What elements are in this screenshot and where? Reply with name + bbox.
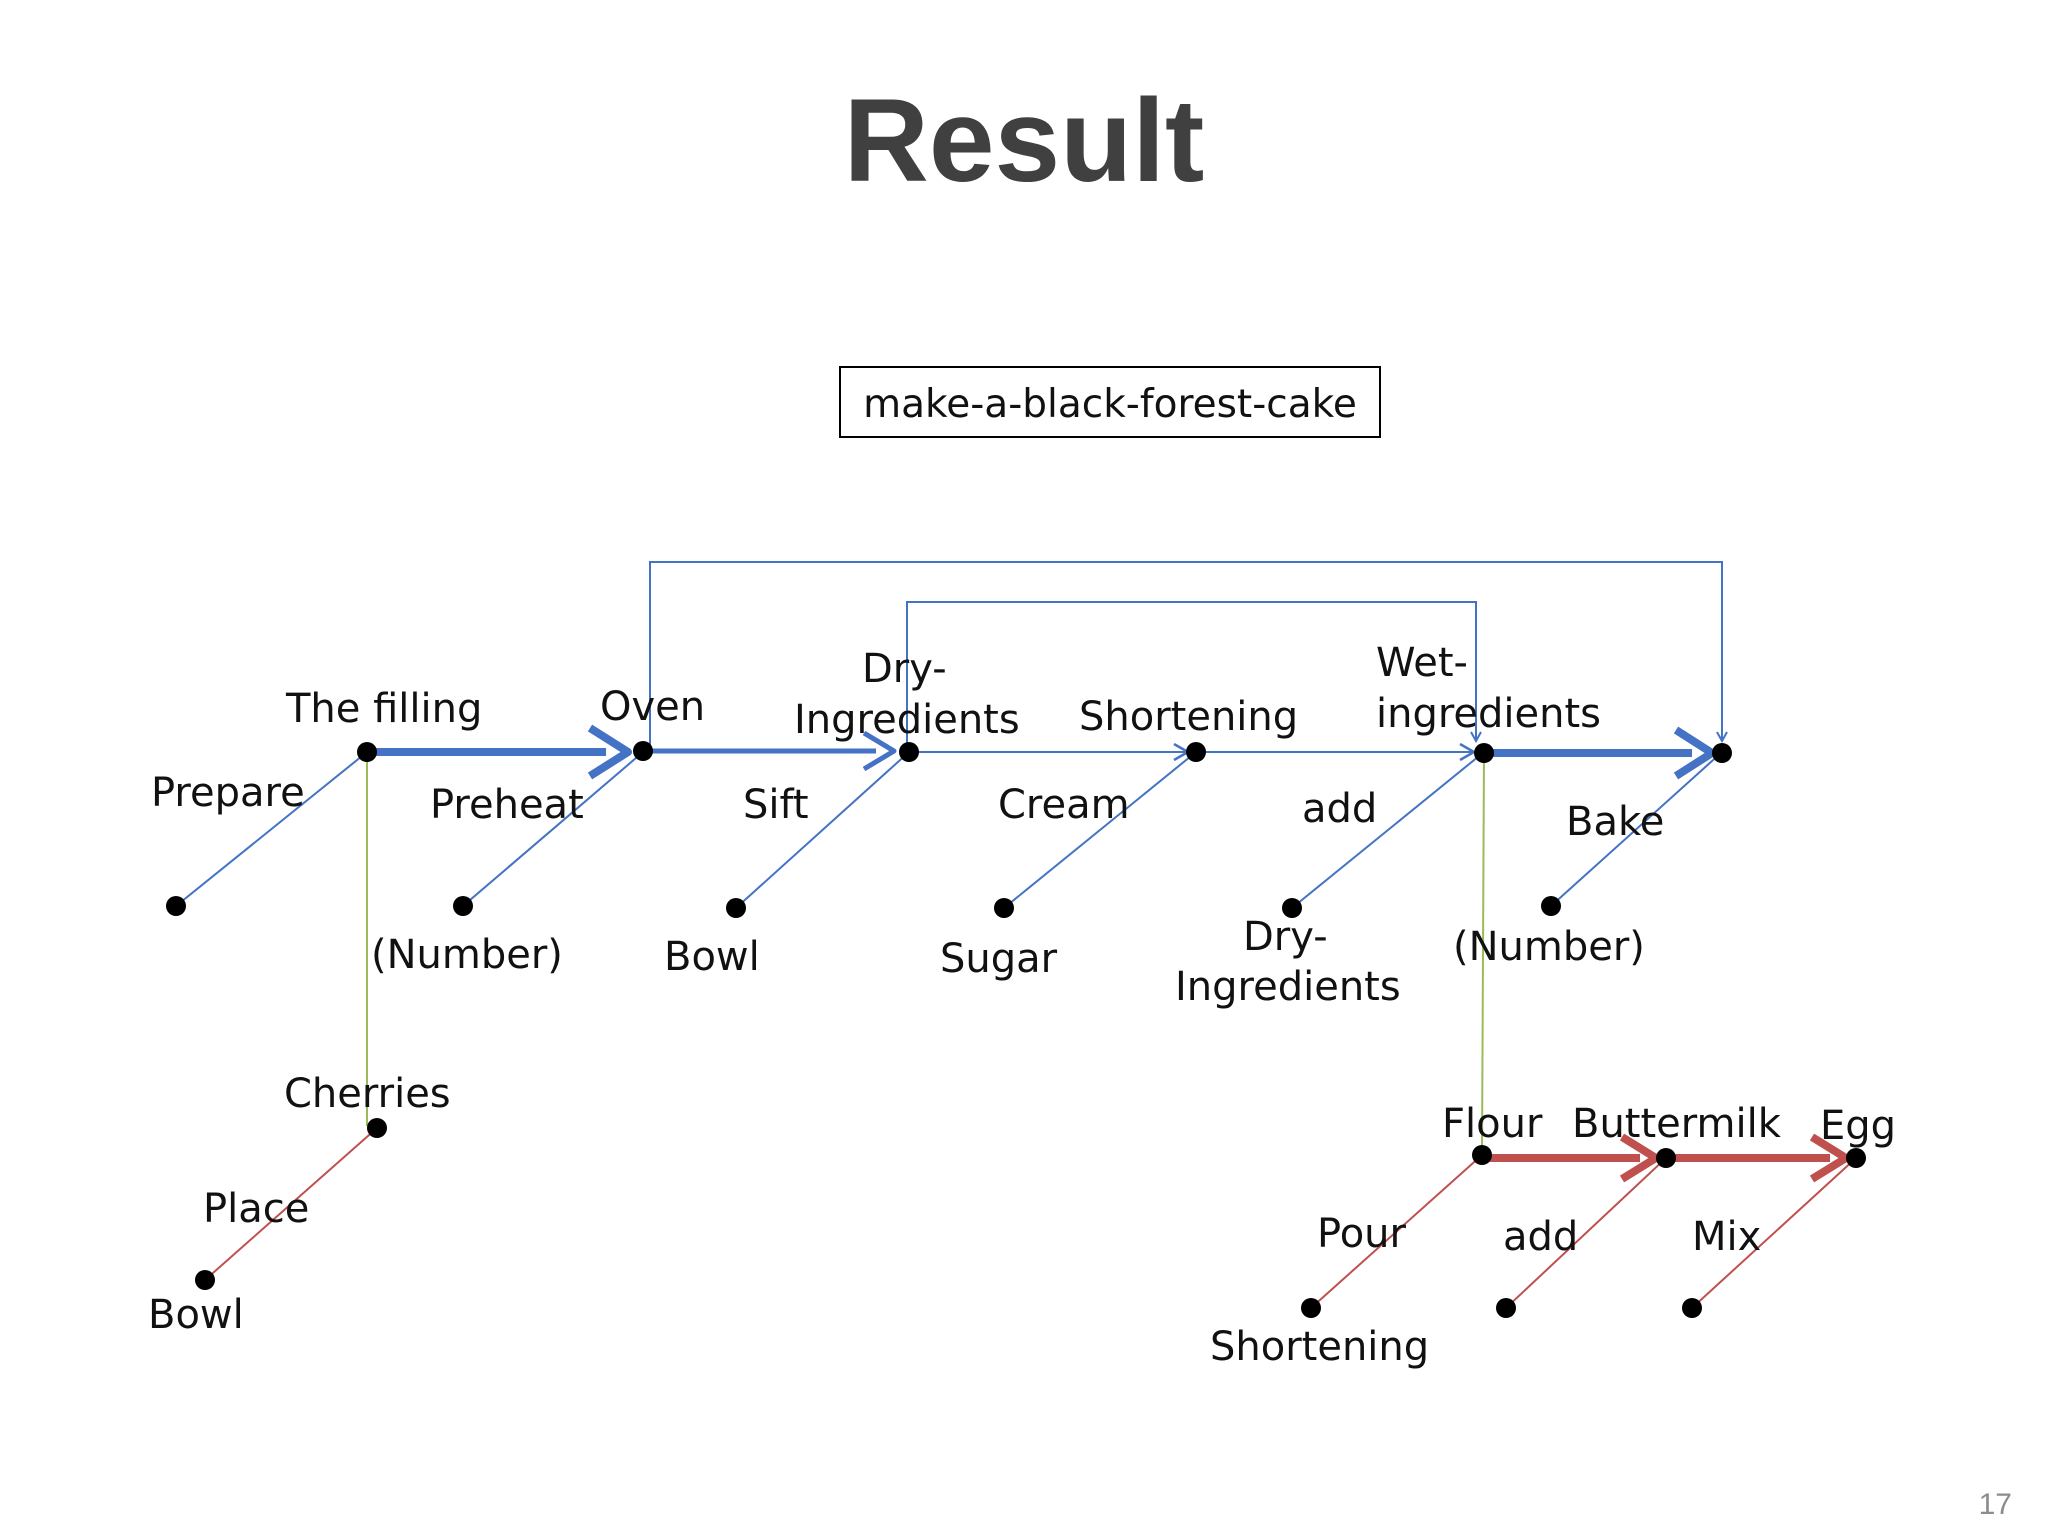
node-dot-number-1 bbox=[453, 896, 473, 916]
verb-label-add-2: add bbox=[1503, 1214, 1578, 1260]
node-label-wet-ingredients-line1: Wet- bbox=[1376, 640, 1468, 686]
verb-edge-add bbox=[1291, 751, 1485, 909]
node-label-oven: Oven bbox=[600, 684, 705, 730]
node-dot-number-2 bbox=[1541, 896, 1561, 916]
verb-label-bake: Bake bbox=[1566, 799, 1664, 845]
node-label-shortening-2: Shortening bbox=[1210, 1324, 1429, 1370]
page-number: 17 bbox=[1978, 1488, 2012, 1521]
verb-label-place: Place bbox=[203, 1186, 309, 1232]
node-dot-cherries bbox=[367, 1118, 387, 1138]
node-dot-final bbox=[1712, 743, 1732, 763]
node-label-dry-ingredients-line2: Ingredients bbox=[794, 697, 1020, 743]
node-dot-egg bbox=[1846, 1148, 1866, 1168]
inner-bracket-connector bbox=[906, 601, 1476, 752]
node-label-buttermilk: Buttermilk bbox=[1572, 1101, 1782, 1147]
root-label: make-a-black-forest-cake bbox=[863, 382, 1357, 427]
verb-label-cream: Cream bbox=[998, 782, 1130, 828]
verb-label-mix: Mix bbox=[1692, 1214, 1761, 1260]
verb-edge-place bbox=[204, 1127, 378, 1281]
verb-edge-cream bbox=[1003, 751, 1197, 909]
verb-edge-add-2 bbox=[1505, 1157, 1667, 1309]
verb-edge-bake bbox=[1550, 751, 1723, 907]
node-dot-prepare-object bbox=[166, 896, 186, 916]
verb-edge-preheat bbox=[462, 751, 644, 907]
node-label-shortening: Shortening bbox=[1079, 694, 1298, 740]
node-dot-shortening bbox=[1186, 742, 1206, 762]
node-dot-dry-ingredients bbox=[899, 742, 919, 762]
node-label-cherries: Cherries bbox=[284, 1071, 451, 1117]
node-dot-bowl-2 bbox=[195, 1270, 215, 1290]
node-label-bowl-1: Bowl bbox=[664, 934, 760, 980]
node-dot-buttermilk bbox=[1656, 1148, 1676, 1168]
node-label-dry-ingredients-2-line1: Dry- bbox=[1243, 914, 1328, 960]
verb-edge-sift bbox=[735, 751, 910, 909]
verb-edge-pour bbox=[1310, 1154, 1483, 1309]
verb-label-prepare: Prepare bbox=[151, 770, 305, 816]
node-label-number-1: (Number) bbox=[371, 932, 563, 978]
node-dot-mix-object bbox=[1682, 1298, 1702, 1318]
node-dot-shortening-2 bbox=[1301, 1298, 1321, 1318]
node-dot-oven bbox=[633, 741, 653, 761]
root-node: make-a-black-forest-cake bbox=[839, 366, 1381, 438]
root-box bbox=[839, 366, 1381, 438]
main-sequence-arrow-oven-dry bbox=[644, 730, 897, 772]
verb-label-preheat: Preheat bbox=[430, 782, 584, 828]
verb-edge-mix bbox=[1691, 1157, 1857, 1309]
verb-edge-prepare bbox=[175, 751, 368, 907]
node-label-the-filling: The filling bbox=[285, 686, 482, 732]
node-label-flour: Flour bbox=[1442, 1101, 1543, 1147]
node-label-egg: Egg bbox=[1820, 1103, 1896, 1149]
node-dot-flour bbox=[1472, 1145, 1492, 1165]
node-label-dry-ingredients-line1: Dry- bbox=[862, 646, 947, 692]
verb-label-sift: Sift bbox=[743, 782, 809, 828]
main-sequence-arrow-filling-oven bbox=[368, 724, 632, 780]
node-dot-wet-ingredients bbox=[1474, 743, 1494, 763]
node-dot-the-filling bbox=[357, 742, 377, 762]
node-dot-add-2-object bbox=[1496, 1298, 1516, 1318]
node-label-dry-ingredients-2-line2: Ingredients bbox=[1175, 964, 1401, 1010]
node-dot-dry-ingredients-2 bbox=[1282, 898, 1302, 918]
node-label-sugar: Sugar bbox=[940, 936, 1058, 982]
node-label-bowl-2: Bowl bbox=[148, 1292, 244, 1338]
node-dot-bowl-1 bbox=[726, 898, 746, 918]
verb-label-pour: Pour bbox=[1317, 1211, 1407, 1257]
node-label-wet-ingredients-line2: ingredients bbox=[1376, 691, 1601, 737]
verb-label-add: add bbox=[1302, 786, 1377, 832]
outer-bracket-connector bbox=[649, 561, 1722, 752]
node-label-number-2: (Number) bbox=[1453, 924, 1645, 970]
slide-title: Result bbox=[843, 75, 1205, 207]
link-wet-flour bbox=[1481, 752, 1485, 1154]
node-dot-sugar bbox=[994, 898, 1014, 918]
